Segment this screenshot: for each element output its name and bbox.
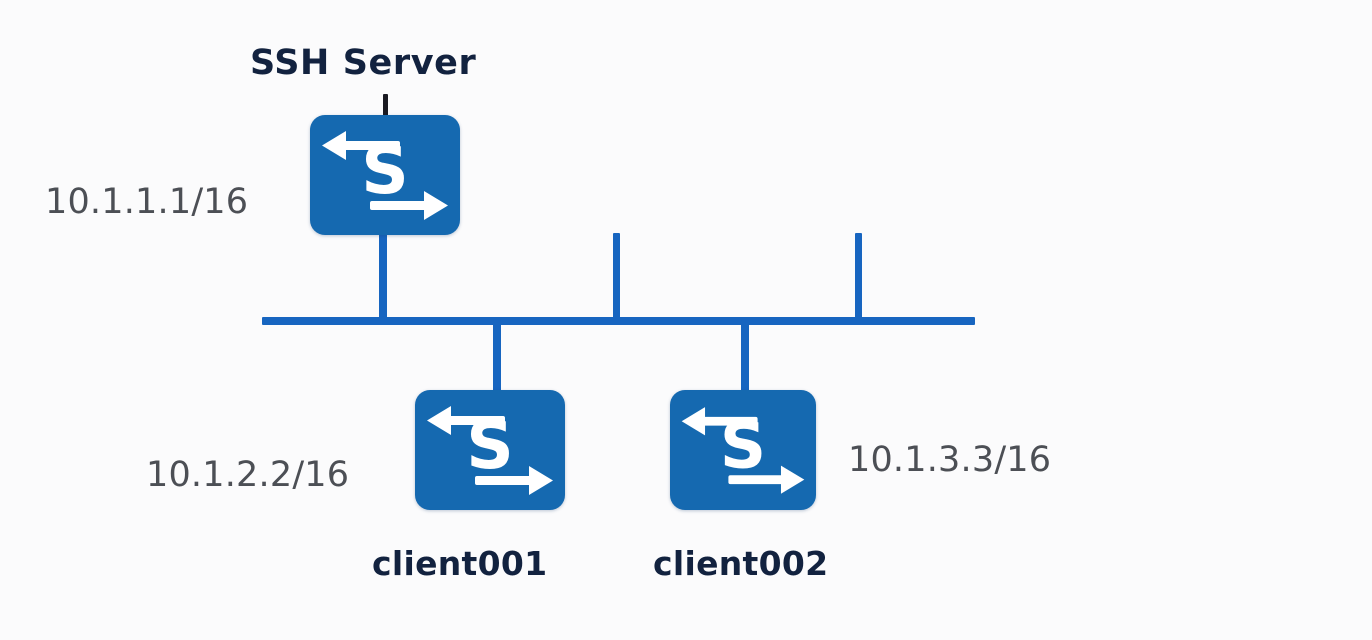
ssh-server-node[interactable]: S xyxy=(310,115,460,235)
client002-node[interactable]: S xyxy=(670,390,816,510)
client002-hostname-label: client002 xyxy=(653,544,829,583)
link-ssh-server-to-bus xyxy=(379,233,387,324)
ssh-server-antenna-icon xyxy=(383,94,388,116)
client001-node[interactable]: S xyxy=(415,390,565,510)
svg-text:S: S xyxy=(720,409,766,484)
bus-unused-port-stub-1 xyxy=(613,233,620,324)
client002-ip-label: 10.1.3.3/16 xyxy=(848,440,1052,480)
bus-unused-port-stub-2 xyxy=(855,233,862,324)
ethernet-bus-line xyxy=(262,317,975,325)
svg-text:S: S xyxy=(466,407,514,484)
ssh-server-ip-label: 10.1.1.1/16 xyxy=(45,182,249,222)
link-bus-to-client001 xyxy=(493,320,501,392)
link-bus-to-client002 xyxy=(741,320,749,392)
svg-text:S: S xyxy=(361,132,409,209)
switch-icon: S xyxy=(681,407,805,494)
ssh-server-title-label: SSH Server xyxy=(250,43,477,83)
client001-ip-label: 10.1.2.2/16 xyxy=(146,455,350,495)
switch-icon: S xyxy=(427,406,553,495)
switch-icon: S xyxy=(322,131,448,220)
client001-hostname-label: client001 xyxy=(372,544,548,583)
